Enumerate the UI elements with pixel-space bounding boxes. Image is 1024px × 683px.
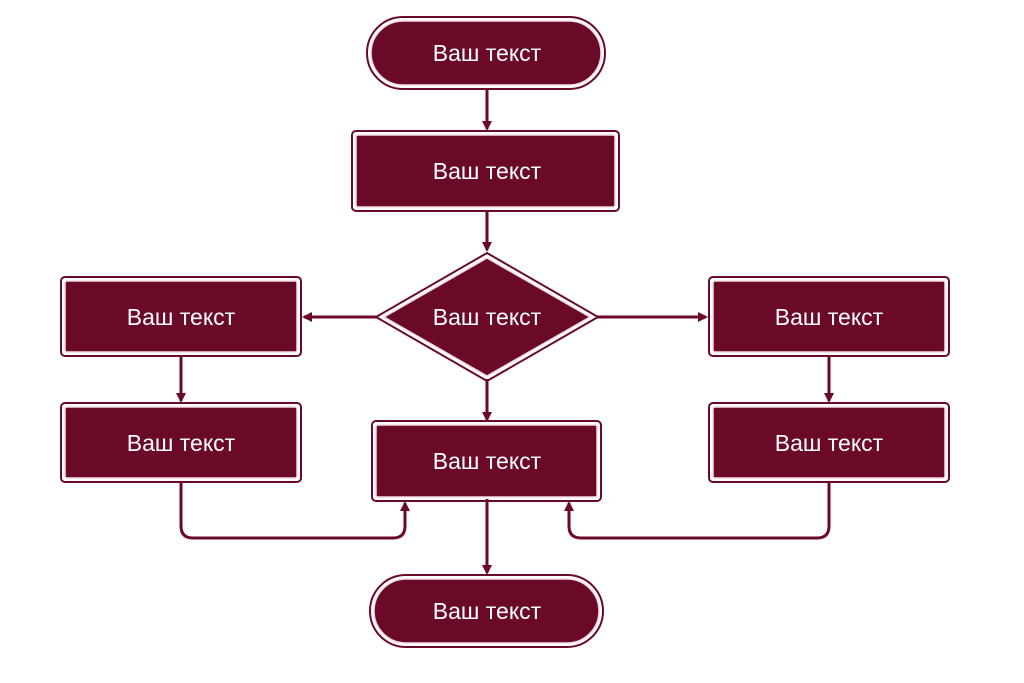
left-node-1-label: Ваш текст xyxy=(127,304,236,330)
end-node-label: Ваш текст xyxy=(433,598,542,624)
end-node: Ваш текст xyxy=(369,574,604,648)
arrow-right2-to-center xyxy=(564,482,831,540)
left-node-1: Ваш текст xyxy=(60,276,302,357)
right-node-2-label: Ваш текст xyxy=(775,430,884,456)
left-node-2-label: Ваш текст xyxy=(127,430,236,456)
start-node: Ваш текст xyxy=(366,16,606,90)
connectors xyxy=(176,89,834,575)
left-node-2: Ваш текст xyxy=(60,402,302,483)
center-node-label: Ваш текст xyxy=(433,448,542,474)
arrow-left2-to-center xyxy=(179,482,410,540)
decision-node-label: Ваш текст xyxy=(433,304,542,330)
right-node-1-label: Ваш текст xyxy=(775,304,884,330)
process-node-label: Ваш текст xyxy=(433,158,542,184)
center-node: Ваш текст xyxy=(371,420,602,502)
right-node-2: Ваш текст xyxy=(708,402,950,483)
process-node: Ваш текст xyxy=(351,130,620,212)
right-node-1: Ваш текст xyxy=(708,276,950,357)
start-node-label: Ваш текст xyxy=(433,40,542,66)
decision-node: Ваш текст xyxy=(373,251,601,383)
